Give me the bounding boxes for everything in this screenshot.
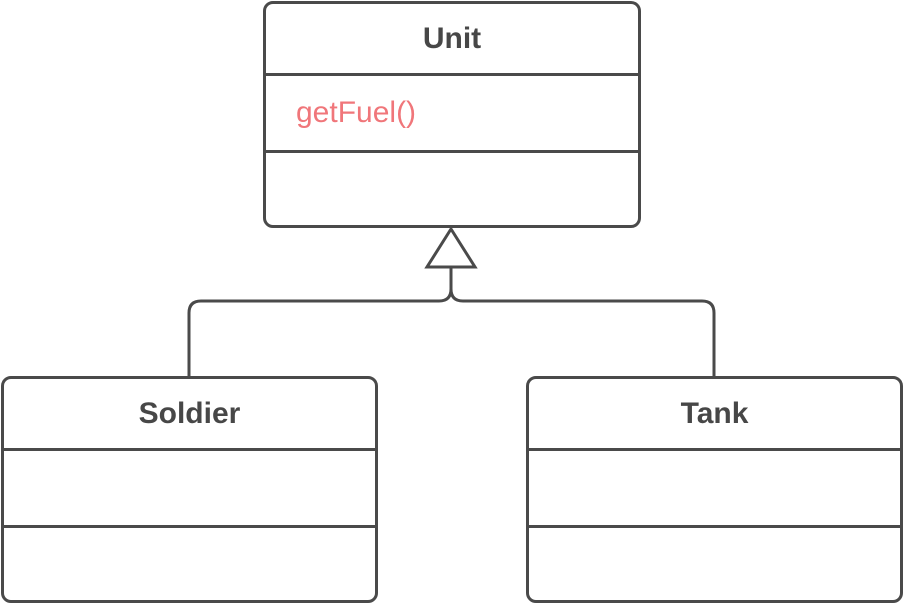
class-tank-name: Tank	[529, 379, 900, 451]
class-unit-name: Unit	[266, 4, 638, 76]
class-tank-attributes	[529, 451, 900, 528]
class-soldier-operations	[4, 528, 375, 600]
generalization-arrowhead	[424, 226, 478, 269]
tank-inheritance-line	[449, 288, 716, 376]
class-unit-box[interactable]: Unit getFuel()	[263, 1, 641, 228]
class-soldier-name: Soldier	[4, 379, 375, 451]
class-unit-method-getfuel: getFuel()	[266, 76, 638, 153]
class-unit-operations	[266, 153, 638, 225]
class-tank-operations	[529, 528, 900, 600]
class-soldier-attributes	[4, 451, 375, 528]
class-tank-box[interactable]: Tank	[526, 376, 903, 603]
class-soldier-box[interactable]: Soldier	[1, 376, 378, 603]
soldier-inheritance-line	[187, 267, 453, 376]
